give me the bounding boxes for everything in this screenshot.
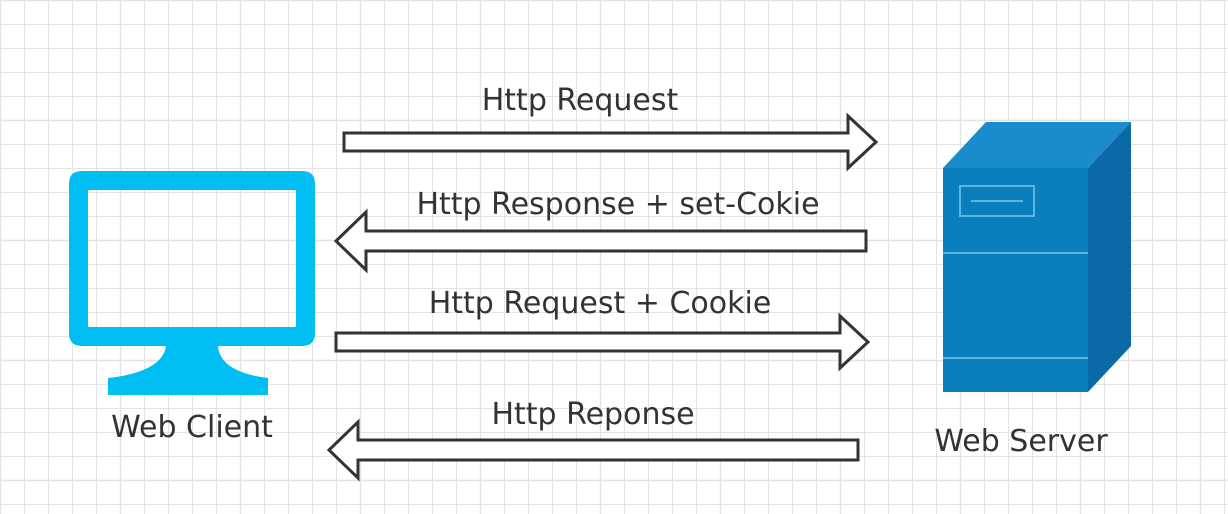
http-reponse-arrow bbox=[326, 418, 860, 482]
http-response-set-cookie-label: Http Response + set-Cokie bbox=[416, 187, 819, 222]
http-request-label: Http Request bbox=[482, 83, 679, 118]
monitor-icon bbox=[69, 171, 315, 395]
http-request-cookie-arrow bbox=[334, 312, 871, 372]
http-reponse-label: Http Reponse bbox=[491, 397, 694, 432]
http-request-arrow bbox=[342, 112, 879, 172]
web-client-label: Web Client bbox=[111, 410, 273, 445]
http-response-set-cookie-arrow bbox=[333, 208, 868, 274]
http-request-cookie-label: Http Request + Cookie bbox=[429, 286, 772, 321]
server-tower-icon bbox=[943, 122, 1131, 392]
web-server-label: Web Server bbox=[934, 424, 1108, 459]
